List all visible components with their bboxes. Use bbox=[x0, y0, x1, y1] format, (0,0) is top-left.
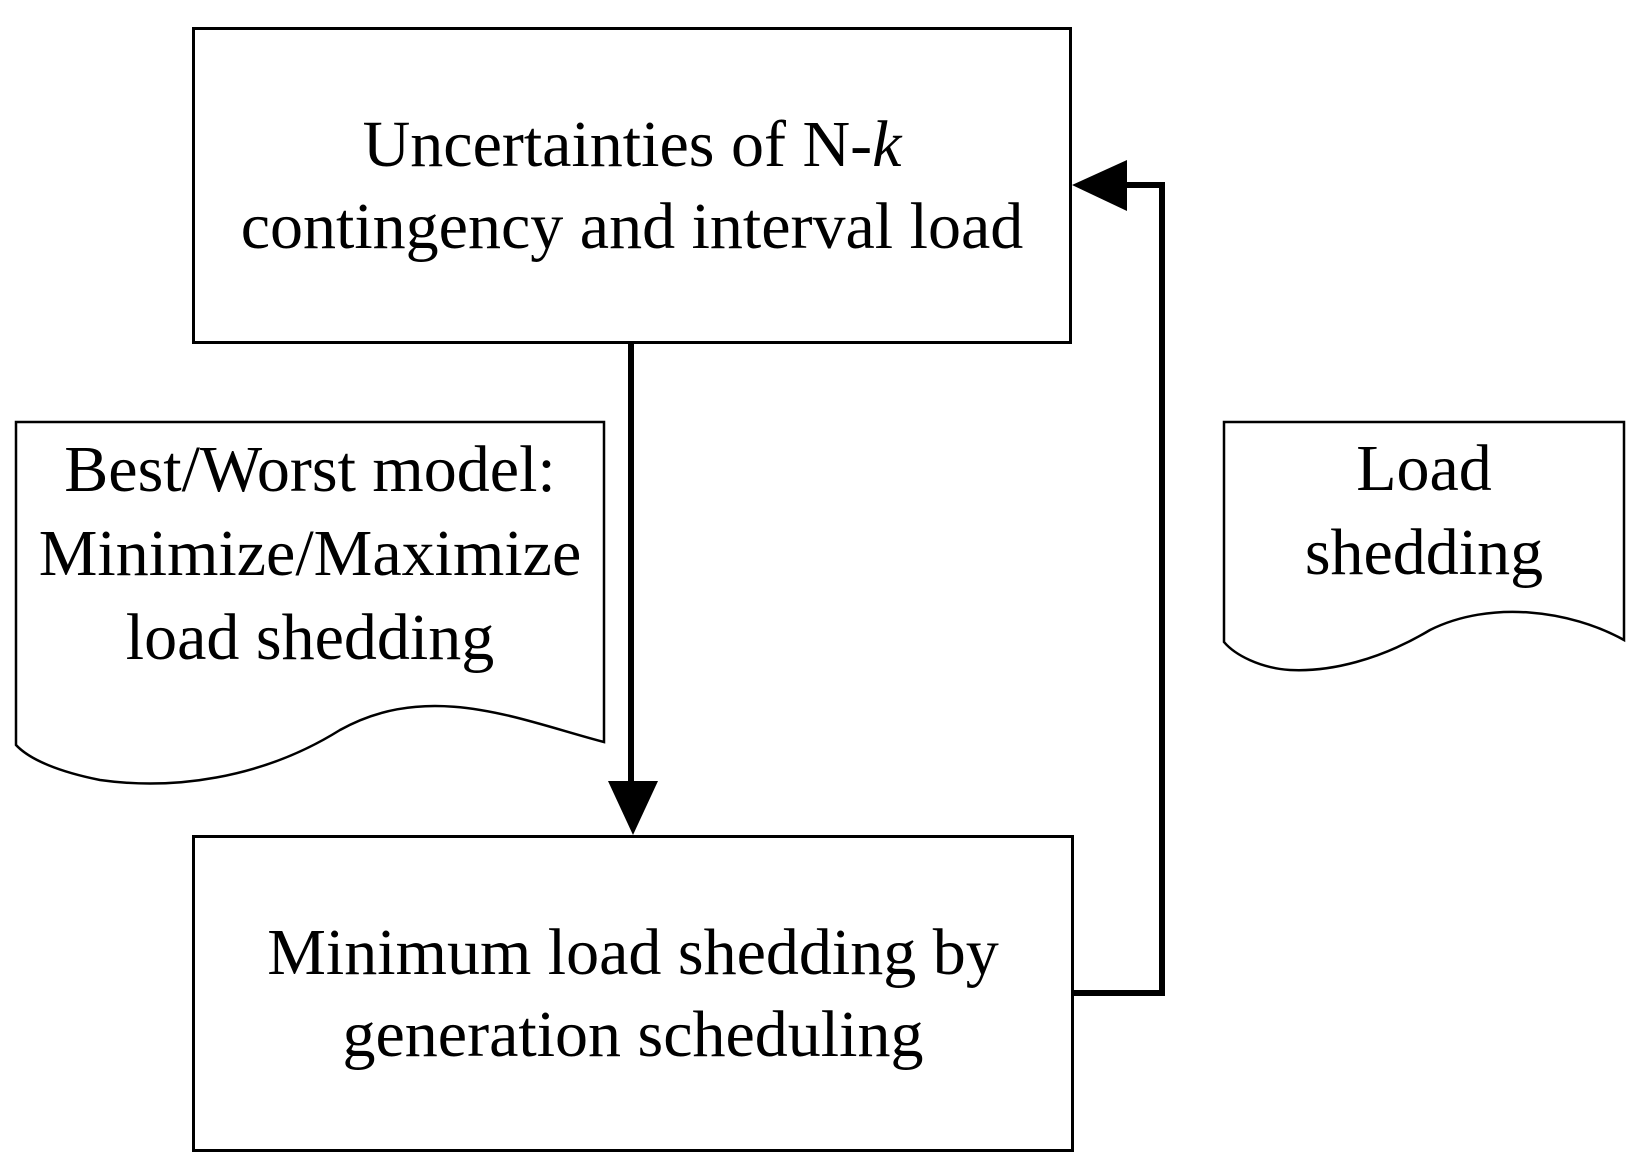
uncertainty-line2: contingency and interval load bbox=[240, 189, 1024, 263]
scheduling-line2: generation scheduling bbox=[342, 997, 924, 1071]
down-arrow-head bbox=[608, 781, 658, 835]
scheduling-line1: Minimum load shedding by bbox=[267, 915, 999, 989]
model-note-line3: load shedding bbox=[125, 601, 495, 674]
model-note-line1: Best/Worst model: bbox=[64, 433, 556, 506]
feedback-arrow-head bbox=[1072, 160, 1127, 211]
model-note-line2: Minimize/Maximize bbox=[38, 517, 582, 590]
load-shedding-note-text: Load shedding bbox=[1224, 427, 1624, 595]
uncertainty-k-variable: k bbox=[872, 107, 902, 181]
right-note-shape bbox=[1222, 420, 1626, 672]
uncertainty-box: Uncertainties of N-k contingency and int… bbox=[192, 27, 1072, 344]
load-shedding-note-line2: shedding bbox=[1304, 516, 1544, 589]
load-shedding-note-line1: Load bbox=[1356, 432, 1492, 505]
scheduling-box-text: Minimum load shedding by generation sche… bbox=[267, 912, 998, 1076]
uncertainty-line1: Uncertainties of N- bbox=[362, 107, 873, 181]
uncertainty-box-text: Uncertainties of N-k contingency and int… bbox=[241, 104, 1024, 268]
scheduling-box: Minimum load shedding by generation sche… bbox=[192, 835, 1074, 1152]
feedback-arrow-line bbox=[1074, 182, 1165, 996]
model-note-text: Best/Worst model: Minimize/Maximize load… bbox=[16, 428, 604, 680]
left-note-shape bbox=[14, 420, 606, 785]
